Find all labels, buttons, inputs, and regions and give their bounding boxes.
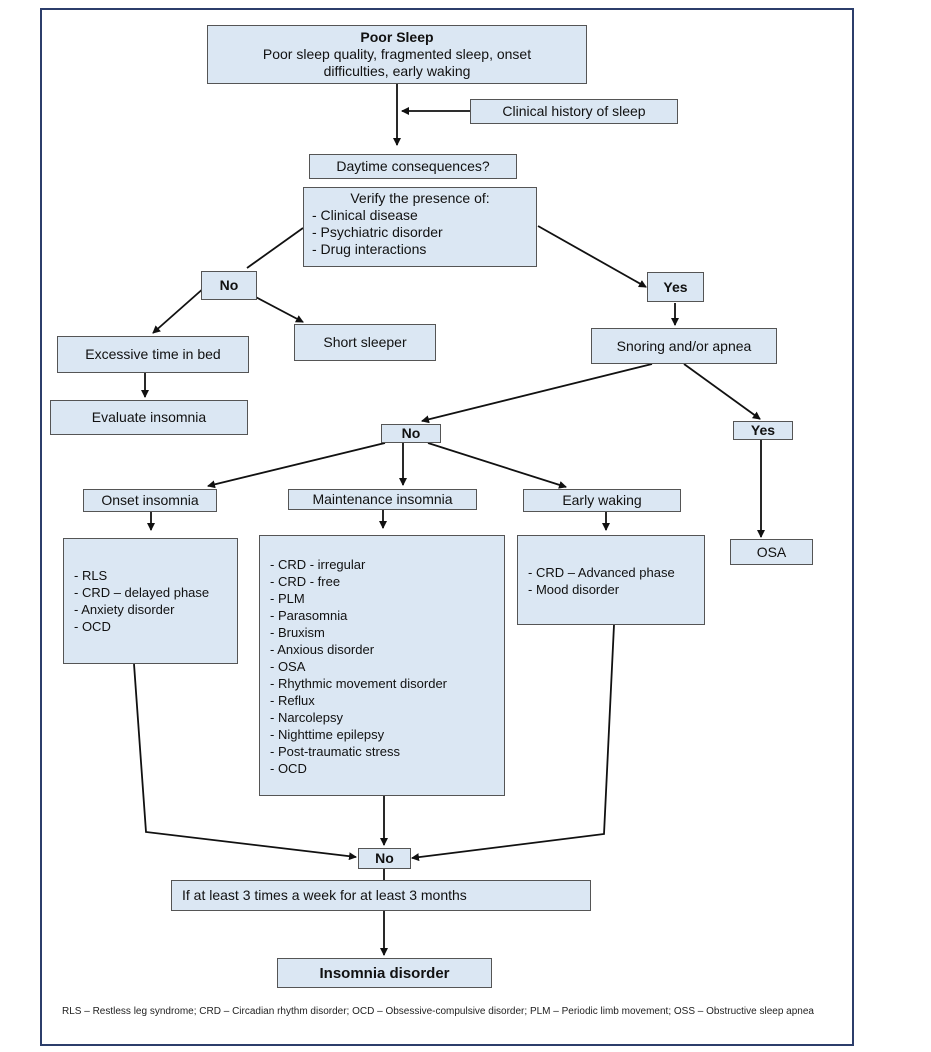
osa-box: OSA [730, 539, 813, 565]
insomnia-disorder-box: Insomnia disorder [277, 958, 492, 988]
list-item: - CRD – Advanced phase [528, 565, 675, 580]
list-item: - CRD – delayed phase [74, 585, 210, 600]
list-item: - Reflux [270, 693, 315, 708]
onset-insomnia-label: Onset insomnia [83, 489, 217, 512]
list-item: - CRD - irregular [270, 557, 366, 572]
list-item: - Rhythmic movement disorder [270, 676, 447, 691]
evaluate-insomnia-box: Evaluate insomnia [50, 400, 248, 435]
verify-item: - Drug interactions [312, 241, 427, 257]
early-waking-label: Early waking [523, 489, 681, 512]
list-item: - OCD [74, 619, 111, 634]
poor-sleep-box: Poor Sleep Poor sleep quality, fragmente… [207, 25, 587, 84]
verify-item: - Psychiatric disorder [312, 224, 443, 240]
maintenance-causes-box: - CRD - irregular - CRD - free - PLM - P… [259, 535, 505, 796]
frequency-criteria-box: If at least 3 times a week for at least … [171, 880, 591, 911]
no-box-daytime: No [201, 271, 257, 300]
list-item: - Narcolepsy [270, 710, 343, 725]
diagram-frame [40, 8, 854, 1046]
list-item: - Post-traumatic stress [270, 744, 401, 759]
list-item: - CRD - free [270, 574, 341, 589]
list-item: - OSA [270, 659, 306, 674]
verify-item: - Clinical disease [312, 207, 418, 223]
list-item: - Parasomnia [270, 608, 348, 623]
list-item: - OCD [270, 761, 307, 776]
onset-causes-box: - RLS - CRD – delayed phase - Anxiety di… [63, 538, 238, 664]
no-box-snoring: No [381, 424, 441, 443]
daytime-consequences-box: Daytime consequences? [309, 154, 517, 179]
yes-box-snoring: Yes [733, 421, 793, 440]
list-item: - Mood disorder [528, 582, 620, 597]
excessive-time-box: Excessive time in bed [57, 336, 249, 373]
poor-sleep-text: Poor sleep quality, fragmented sleep, on… [262, 46, 532, 79]
snoring-apnea-box: Snoring and/or apnea [591, 328, 777, 364]
list-item: - Bruxism [270, 625, 325, 640]
clinical-history-box: Clinical history of sleep [470, 99, 678, 124]
short-sleeper-box: Short sleeper [294, 324, 436, 361]
abbreviations-footnote: RLS – Restless leg syndrome; CRD – Circa… [62, 1006, 814, 1017]
list-item: - Anxiety disorder [74, 602, 175, 617]
yes-box-daytime: Yes [647, 272, 704, 302]
list-item: - PLM [270, 591, 305, 606]
list-item: - RLS [74, 568, 108, 583]
verify-presence-box: Verify the presence of: - Clinical disea… [303, 187, 537, 267]
no-box-final: No [358, 848, 411, 869]
poor-sleep-title: Poor Sleep [360, 29, 434, 45]
early-waking-causes-box: - CRD – Advanced phase - Mood disorder [517, 535, 705, 625]
list-item: - Anxious disorder [270, 642, 375, 657]
list-item: - Nighttime epilepsy [270, 727, 385, 742]
maintenance-insomnia-label: Maintenance insomnia [288, 489, 477, 510]
verify-title: Verify the presence of: [350, 190, 490, 206]
